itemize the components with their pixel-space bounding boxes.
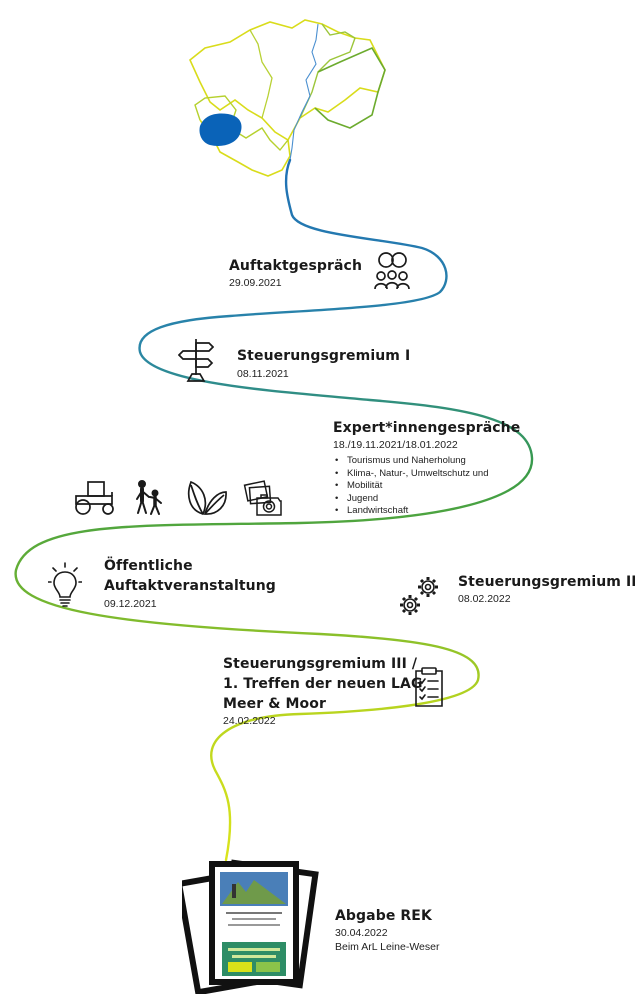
region-map (189, 19, 386, 177)
milestone-abgabe-date: 30.04.2022 (335, 927, 388, 939)
milestone-expert-title: Expert*innengespräche (333, 420, 521, 436)
milestone-auftakt-title: Auftaktgespräch (229, 258, 363, 274)
family-walking-icon (136, 480, 162, 515)
lightbulb-icon (48, 562, 82, 607)
milestone-auftakt-date: 29.09.2021 (229, 277, 282, 289)
list-item: Tourismus und Naherholung (333, 455, 533, 468)
milestone-sg3-date: 24.02.2022 (223, 715, 276, 727)
milestone-abgabe-note: Beim ArL Leine-Weser (335, 941, 440, 953)
list-item: Jugend (333, 493, 533, 506)
list-item: Klima-, Natur-, Umweltschutz und (333, 468, 533, 481)
milestone-oeffentlich-title-line1: Öffentliche (104, 558, 193, 574)
tractor-icon (75, 481, 114, 515)
milestone-sg1-title: Steuerungsgremium I (237, 348, 411, 364)
list-item: Landwirtschaft (333, 505, 533, 518)
rek-cover-thumbnail (220, 872, 288, 976)
milestone-sg2-title: Steuerungsgremium II (458, 574, 635, 590)
leaves-icon (187, 480, 227, 516)
milestone-sg2-date: 08.02.2022 (458, 593, 511, 605)
milestone-oeffentlich-title-line2: Auftaktveranstaltung (104, 578, 276, 594)
milestone-expert-date: 18./19.11.2021/18.01.2022 (333, 439, 458, 451)
expert-topics-list: Tourismus und Naherholung Klima-, Natur-… (333, 455, 533, 518)
gears-icon (400, 577, 438, 615)
lake-shape (199, 113, 242, 146)
camera-photos-icon (243, 480, 282, 516)
signpost-icon (178, 339, 214, 382)
milestone-sg3-title-line2: 1. Treffen der neuen LAG (223, 676, 423, 692)
milestone-sg1-date: 08.11.2021 (237, 368, 289, 380)
milestone-sg3-title-line1: Steuerungsgremium III / (223, 656, 418, 672)
milestone-oeffentlich-date: 09.12.2021 (104, 598, 157, 610)
clipboard-checklist-icon (415, 667, 443, 707)
milestone-abgabe-title: Abgabe REK (335, 908, 432, 924)
people-group-icon (374, 252, 410, 290)
list-item: Mobilität (333, 480, 533, 493)
milestone-sg3-title-line3: Meer & Moor (223, 696, 326, 712)
document-stack-icon (182, 859, 319, 994)
